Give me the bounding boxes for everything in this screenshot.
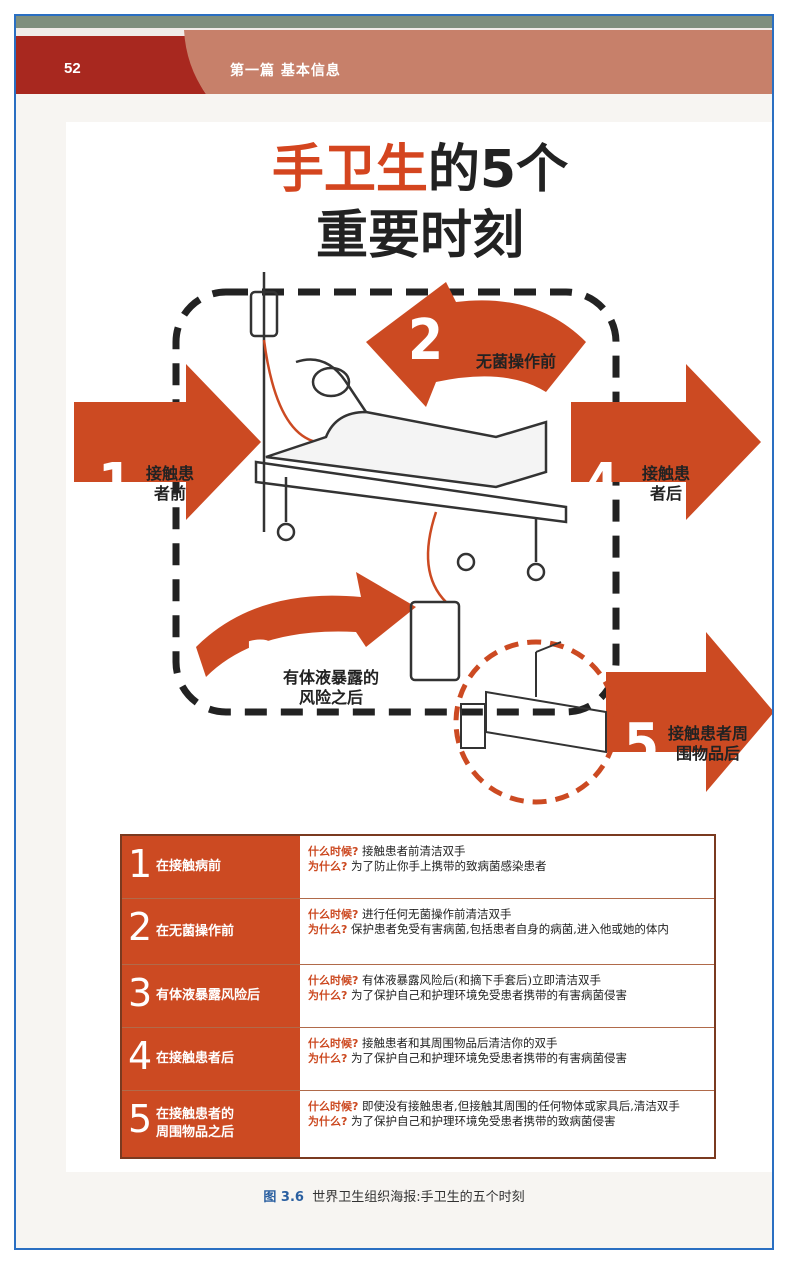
row-number: 4 — [128, 1034, 153, 1078]
row-label-cell: 1 在接触病前 — [122, 836, 300, 898]
when-label: 什么时候? — [308, 908, 359, 921]
row-label: 在接触患者的 周围物品之后 — [156, 1107, 235, 1140]
row-description: 什么时候? 即使没有接触患者,但接触其周围的任何物体或家具后,清洁双手 为什么?… — [308, 1099, 708, 1129]
when-text: 接触患者和其周围物品后清洁你的双手 — [362, 1036, 558, 1050]
section-title: 第一篇 基本信息 — [230, 63, 341, 79]
moment-1-number: 1 — [98, 452, 134, 517]
figure-caption: 图 3.6 世界卫生组织海报:手卫生的五个时刻 — [16, 1186, 772, 1205]
poster-title-line-1: 手卫生的5个 — [66, 140, 772, 200]
row-label-cell: 3 有体液暴露风险后 — [122, 965, 300, 1027]
moment-5-label: 接触患者周 围物品后 — [667, 724, 748, 763]
title-red-part: 手卫生 — [271, 140, 428, 200]
dashed-patient-zone — [172, 288, 620, 716]
when-text: 即使没有接触患者,但接触其周围的任何物体或家具后,清洁双手 — [362, 1099, 680, 1113]
moment-4-number: 4 — [584, 452, 620, 517]
table-row: 2 在无菌操作前 什么时候? 进行任何无菌操作前清洁双手 为什么? 保护患者免受… — [122, 899, 714, 965]
row-label-cell: 2 在无菌操作前 — [122, 899, 300, 964]
arrow-5 — [606, 632, 772, 792]
row-label: 在接触患者后 — [156, 1051, 235, 1066]
row-label: 在接触病前 — [156, 859, 222, 874]
moment-2-label: 无菌操作前 — [475, 352, 556, 371]
why-text: 为了防止你手上携带的致病菌感染患者 — [351, 859, 547, 873]
arrow-3 — [196, 572, 416, 677]
why-label: 为什么? — [308, 1052, 348, 1065]
why-label: 为什么? — [308, 989, 348, 1002]
why-text: 为了保护自己和护理环境免受患者携带的有害病菌侵害 — [351, 1051, 628, 1065]
row-label-cell: 4 在接触患者后 — [122, 1028, 300, 1090]
patient-bed-drawing — [249, 272, 568, 682]
row-label: 有体液暴露风险后 — [156, 988, 261, 1003]
hand-hygiene-illustration — [74, 272, 772, 805]
moment-3-number: 3 — [244, 630, 280, 695]
row-description: 什么时候? 有体液暴露风险后(和摘下手套后)立即清洁双手 为什么? 为了保护自己… — [308, 973, 708, 1003]
why-label: 为什么? — [308, 860, 348, 873]
page-header — [16, 16, 772, 94]
row-number: 3 — [128, 971, 153, 1015]
dashed-surroundings-circle — [453, 639, 619, 805]
why-label: 为什么? — [308, 1115, 348, 1128]
table-row: 1 在接触病前 什么时候? 接触患者前清洁双手 为什么? 为了防止你手上携带的致… — [122, 836, 714, 899]
arrow-2 — [366, 282, 586, 407]
moment-1-label: 接触患 者前 — [145, 464, 194, 503]
page-number: 52 — [64, 60, 81, 77]
moment-3-label: 有体液暴露的 风险之后 — [282, 668, 379, 707]
row-description: 什么时候? 接触患者和其周围物品后清洁你的双手 为什么? 为了保护自己和护理环境… — [308, 1036, 708, 1066]
row-label-cell: 5 在接触患者的 周围物品之后 — [122, 1091, 300, 1157]
row-number: 5 — [128, 1097, 153, 1141]
when-text: 有体液暴露风险后(和摘下手套后)立即清洁双手 — [362, 973, 602, 987]
row-number: 1 — [128, 842, 153, 886]
arrow-1 — [74, 364, 261, 520]
why-text: 保护患者免受有害病菌,包括患者自身的病菌,进入他或她的体内 — [351, 922, 669, 936]
figure-number: 图 3.6 — [263, 1190, 304, 1205]
moments-table: 1 在接触病前 什么时候? 接触患者前清洁双手 为什么? 为了防止你手上携带的致… — [120, 834, 716, 1159]
poster-title-line-2: 重要时刻 — [315, 206, 524, 266]
moment-4-label: 接触患 者后 — [641, 464, 690, 503]
moment-5-number: 5 — [624, 712, 660, 777]
title-dark-part: 的5个 — [427, 140, 569, 200]
page-frame: 52 第一篇 基本信息 手卫生的5个 重要时刻 — [14, 14, 774, 1250]
why-label: 为什么? — [308, 923, 348, 936]
table-row: 3 有体液暴露风险后 什么时候? 有体液暴露风险后(和摘下手套后)立即清洁双手 … — [122, 965, 714, 1028]
empty-bed-drawing — [460, 641, 607, 754]
moment-2-number: 2 — [408, 308, 444, 373]
when-label: 什么时候? — [308, 1100, 359, 1113]
row-number: 2 — [128, 905, 153, 949]
table-row: 5 在接触患者的 周围物品之后 什么时候? 即使没有接触患者,但接触其周围的任何… — [122, 1091, 714, 1157]
row-description: 什么时候? 接触患者前清洁双手 为什么? 为了防止你手上携带的致病菌感染患者 — [308, 844, 708, 874]
why-text: 为了保护自己和护理环境免受患者携带的有害病菌侵害 — [351, 988, 628, 1002]
when-label: 什么时候? — [308, 845, 359, 858]
table-row: 4 在接触患者后 什么时候? 接触患者和其周围物品后清洁你的双手 为什么? 为了… — [122, 1028, 714, 1091]
why-text: 为了保护自己和护理环境免受患者携带的致病菌侵害 — [351, 1114, 616, 1128]
when-text: 进行任何无菌操作前清洁双手 — [362, 907, 512, 921]
figure-caption-text: 世界卫生组织海报:手卫生的五个时刻 — [312, 1190, 525, 1205]
when-label: 什么时候? — [308, 974, 359, 987]
row-label: 在无菌操作前 — [156, 923, 235, 939]
when-label: 什么时候? — [308, 1037, 359, 1050]
arrow-4 — [571, 364, 761, 520]
row-description: 什么时候? 进行任何无菌操作前清洁双手 为什么? 保护患者免受有害病菌,包括患者… — [308, 907, 708, 937]
when-text: 接触患者前清洁双手 — [362, 844, 466, 858]
